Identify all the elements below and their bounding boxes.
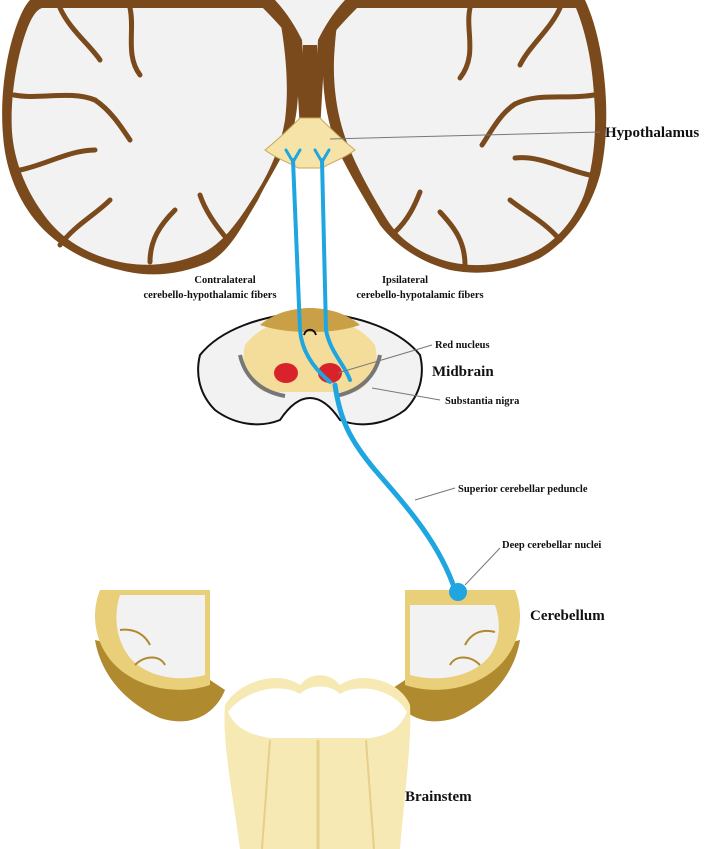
cerebrum-section — [2, 0, 607, 275]
contralateral-fork — [284, 148, 302, 164]
label-midbrain: Midbrain — [432, 364, 494, 380]
label-red-nucleus: Red nucleus — [435, 340, 490, 351]
red-nucleus-left — [274, 363, 298, 383]
cerebellum-left-white — [116, 595, 205, 679]
cerebellum-left-folia — [119, 628, 166, 666]
label-ipsilateral-line2: cerebello-hypotalamic fibers — [356, 290, 483, 301]
brainstem-right-pyramid — [365, 739, 375, 849]
midbrain-section — [197, 308, 423, 426]
third-ventricle — [300, 45, 320, 125]
deep-nuclei-leader — [464, 547, 501, 586]
brainstem-top-white — [228, 686, 407, 738]
deep-cerebellar-nuclei-dot — [449, 583, 467, 601]
label-substantia-nigra: Substantia nigra — [445, 396, 520, 407]
cerebellum-section — [95, 590, 520, 722]
label-superior-cerebellar-peduncle: Superior cerebellar peduncle — [458, 484, 588, 495]
superior-cerebellar-peduncle-path — [332, 382, 458, 593]
tectum — [260, 308, 360, 332]
substantia-nigra-leader — [371, 387, 441, 401]
cerebellum-right-folia — [449, 629, 496, 666]
right-sulci — [392, 5, 597, 268]
red-nucleus-leader — [337, 344, 433, 374]
contralateral-fiber — [291, 158, 332, 384]
fiber-pathway — [284, 148, 458, 593]
label-cerebellum: Cerebellum — [530, 608, 605, 624]
left-sulci — [11, 5, 231, 265]
left-hemisphere-white-matter — [11, 8, 287, 265]
label-ipsilateral-line1: Ipsilateral — [382, 275, 428, 286]
label-contralateral-line1: Contralateral — [194, 275, 255, 286]
brainstem-section — [224, 675, 411, 849]
cerebellum-right-white — [410, 605, 499, 679]
ipsilateral-fiber — [320, 158, 352, 382]
brainstem-left-pyramid — [261, 739, 271, 849]
labels: Hypothalamus Contralateral cerebello-hyp… — [143, 125, 699, 805]
right-hemisphere-white-matter — [333, 8, 596, 266]
hypothalamus-leader — [329, 131, 601, 140]
label-hypothalamus: Hypothalamus — [605, 125, 699, 141]
aqueduct — [303, 328, 317, 336]
peduncle-leader — [414, 487, 456, 501]
label-deep-cerebellar-nuclei: Deep cerebellar nuclei — [502, 540, 601, 551]
substantia-nigra-left — [238, 354, 286, 398]
leader-lines — [329, 131, 601, 586]
label-brainstem: Brainstem — [405, 789, 472, 805]
ipsilateral-fork — [313, 148, 331, 164]
label-contralateral-line2: cerebello-hypothalamic fibers — [143, 290, 276, 301]
